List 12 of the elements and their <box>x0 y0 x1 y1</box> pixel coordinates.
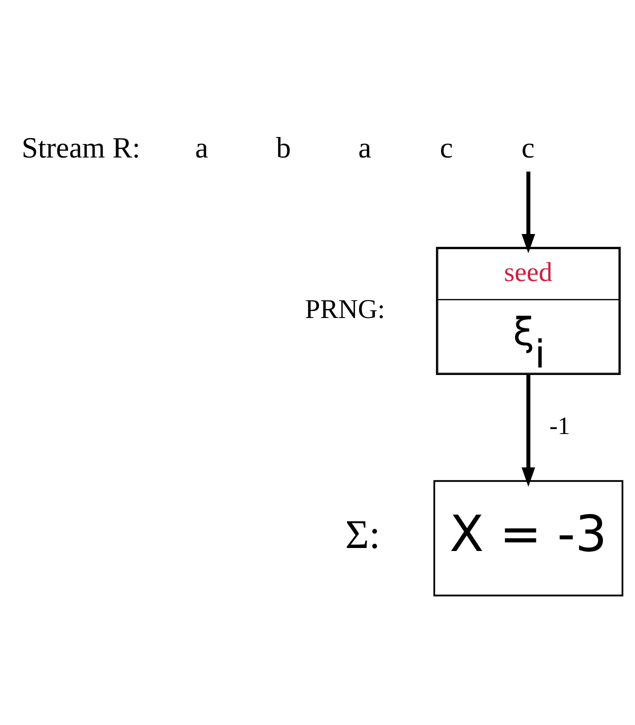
label: Stream R: <box>22 132 140 165</box>
node-text: c <box>522 132 535 165</box>
arrow <box>522 374 536 487</box>
node-label: Σ: <box>345 512 380 558</box>
arrow <box>522 172 536 254</box>
label: a <box>358 132 372 165</box>
edge-label: -1 <box>549 413 570 440</box>
label: a <box>195 132 208 165</box>
node-label: PRNG: <box>305 294 386 324</box>
node-box: X = -3 <box>433 480 624 596</box>
label: c <box>440 132 454 165</box>
label: b <box>276 132 291 165</box>
